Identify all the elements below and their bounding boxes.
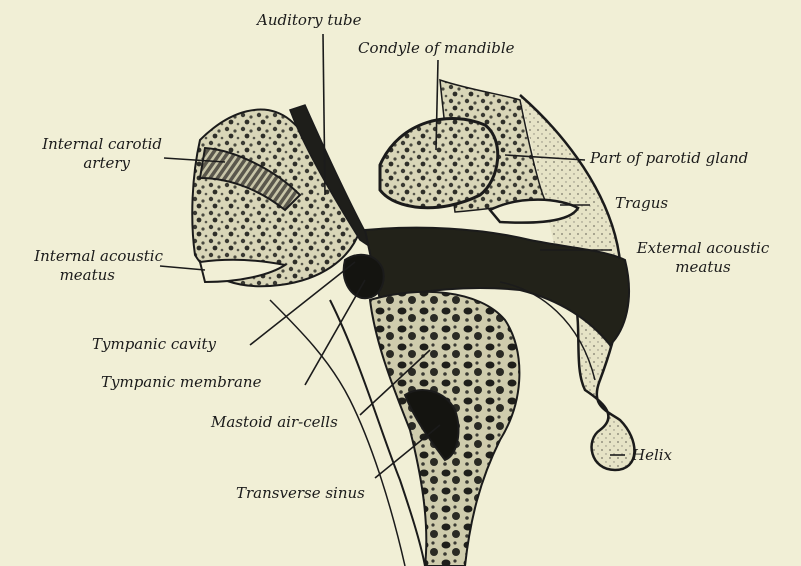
label-transverse-sinus: Transverse sinus	[236, 485, 365, 502]
label-mastoid-air-cells: Mastoid air-cells	[211, 414, 338, 431]
label-helix: Helix	[632, 447, 672, 464]
leader-tympanic-membrane	[305, 280, 365, 385]
label-internal-carotid-line2: artery	[10, 155, 130, 172]
condyle-of-mandible-shape	[380, 118, 498, 207]
label-internal-carotid-line1: Internal carotid	[10, 136, 162, 153]
label-internal-acoustic-line1: Internal acoustic	[5, 248, 163, 265]
tympanic-cavity-shape	[344, 255, 384, 298]
label-tympanic-cavity: Tympanic cavity	[92, 336, 216, 353]
label-external-acoustic-line1: External acoustic	[615, 240, 791, 257]
label-external-acoustic-line2: meatus	[615, 259, 791, 276]
label-parotid-gland: Part of parotid gland	[590, 150, 748, 167]
label-internal-acoustic-line2: meatus	[5, 267, 115, 284]
label-auditory-tube: Auditory tube	[257, 12, 362, 29]
leader-internal-acoustic	[160, 266, 205, 270]
label-tympanic-membrane: Tympanic membrane	[101, 374, 261, 391]
label-condyle-of-mandible: Condyle of mandible	[358, 40, 515, 57]
label-tragus: Tragus	[615, 195, 668, 212]
